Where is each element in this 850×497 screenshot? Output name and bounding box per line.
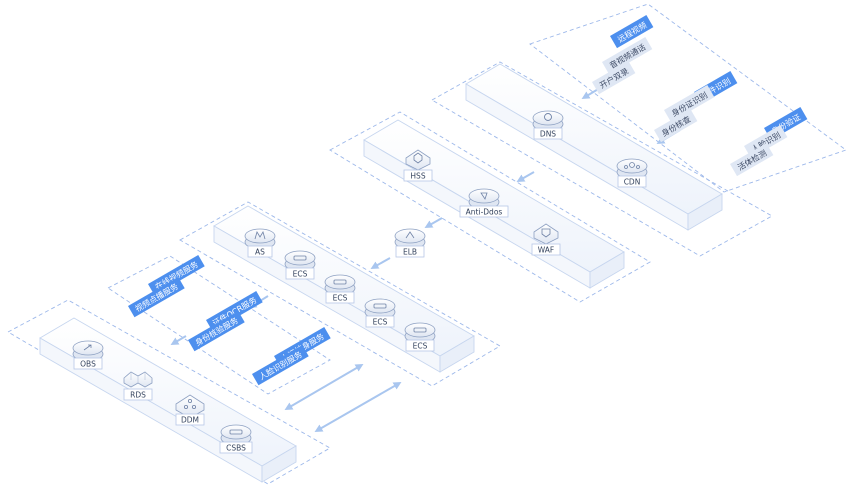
trays bbox=[39, 63, 723, 483]
anti-ddos-icon bbox=[468, 188, 500, 210]
node-cdn: CDN bbox=[616, 158, 648, 188]
rds-label: RDS bbox=[130, 391, 146, 400]
tag-remote-video bbox=[610, 15, 654, 49]
elb-label: ELB bbox=[403, 248, 417, 257]
tag-id-card-recognition bbox=[664, 85, 715, 123]
anti-ddos-label-box bbox=[459, 205, 509, 218]
tag-id-check-service bbox=[188, 311, 245, 352]
tag-video-on-demand-service bbox=[127, 277, 185, 318]
dns-label: DNS bbox=[540, 130, 556, 139]
boundary-tier-compute bbox=[179, 201, 501, 387]
ecs-icon bbox=[324, 274, 356, 296]
elb-label-box bbox=[395, 245, 425, 258]
ecs-1-label-box bbox=[285, 267, 315, 280]
ecs-icon bbox=[364, 298, 396, 320]
cdn-icon bbox=[616, 158, 648, 180]
csbs-label: CSBS bbox=[226, 444, 246, 453]
node-ecs-3: ECS bbox=[364, 298, 396, 328]
ecs-icon bbox=[404, 322, 436, 344]
tag-open-account bbox=[592, 61, 636, 95]
hss-label-box bbox=[403, 169, 433, 182]
tray-dns bbox=[465, 63, 723, 231]
dashed-boundaries bbox=[7, 3, 847, 485]
obs-label-box bbox=[73, 357, 103, 370]
cdn-label: CDN bbox=[624, 178, 641, 187]
tag-id-verification bbox=[654, 109, 698, 143]
as-label-box bbox=[247, 245, 273, 258]
obs-label: OBS bbox=[80, 360, 96, 369]
obs-icon bbox=[72, 340, 104, 362]
dns-label-box bbox=[533, 127, 563, 140]
ecs-1-label: ECS bbox=[293, 270, 308, 279]
node-ecs-4: ECS bbox=[404, 322, 436, 352]
ecs-4-label-box bbox=[405, 339, 435, 352]
hss-label: HSS bbox=[410, 172, 425, 181]
node-as: AS bbox=[244, 228, 276, 258]
ddm-label-box bbox=[175, 413, 205, 426]
arrow-dns-to-security bbox=[516, 171, 535, 182]
node-waf: WAF bbox=[531, 223, 561, 256]
node-hss: HSS bbox=[403, 149, 433, 182]
anti-ddos-label: Anti-Ddos bbox=[466, 208, 503, 217]
arrow-tags-to-storage bbox=[170, 335, 187, 346]
node-anti-ddos: Anti-Ddos bbox=[459, 188, 509, 218]
tag-online-video-service bbox=[148, 255, 205, 296]
elb-icon bbox=[394, 228, 426, 250]
ddm-icon bbox=[175, 394, 205, 419]
rds-icon bbox=[123, 371, 153, 388]
node-elb: ELB bbox=[394, 228, 426, 258]
ecs-icon bbox=[284, 250, 316, 272]
arrow-elb-to-compute bbox=[370, 257, 391, 269]
node-rds: RDS bbox=[123, 371, 153, 401]
boundary-tier-security bbox=[329, 111, 651, 303]
node-ecs-1: ECS bbox=[284, 250, 316, 280]
arrow-security-to-elb bbox=[424, 217, 443, 228]
node-ecs-2: ECS bbox=[324, 274, 356, 304]
waf-icon bbox=[533, 223, 559, 245]
ecs-3-label-box bbox=[365, 315, 395, 328]
node-csbs: CSBS bbox=[219, 424, 253, 454]
node-dns: DNS bbox=[532, 110, 564, 140]
csbs-icon bbox=[220, 424, 252, 446]
waf-label-box bbox=[531, 243, 561, 256]
ecs-4-label: ECS bbox=[413, 342, 428, 351]
as-label: AS bbox=[255, 248, 265, 257]
arrow-bidirectional-2 bbox=[314, 382, 402, 432]
node-ddm: DDM bbox=[175, 394, 205, 426]
arrow-bidirectional-1 bbox=[284, 363, 364, 411]
ddm-label: DDM bbox=[181, 416, 199, 425]
dns-icon bbox=[532, 110, 564, 132]
boundary-tier-dns bbox=[431, 61, 773, 257]
hss-icon bbox=[405, 149, 431, 171]
tag-liveness-detection bbox=[730, 143, 774, 177]
ecs-3-label: ECS bbox=[373, 318, 388, 327]
tag-audio-video-call bbox=[602, 37, 653, 75]
tag-face-recognition-service bbox=[252, 345, 309, 386]
cdn-label-box bbox=[617, 175, 647, 188]
ecs-2-label-box bbox=[325, 291, 355, 304]
rds-label-box bbox=[123, 388, 153, 401]
waf-label: WAF bbox=[538, 246, 554, 255]
tag-cert-ocr-service bbox=[206, 291, 263, 332]
node-obs: OBS bbox=[72, 340, 104, 370]
ecs-2-label: ECS bbox=[333, 294, 348, 303]
boundary-tags-middle bbox=[107, 255, 331, 395]
csbs-label-box bbox=[219, 441, 253, 454]
